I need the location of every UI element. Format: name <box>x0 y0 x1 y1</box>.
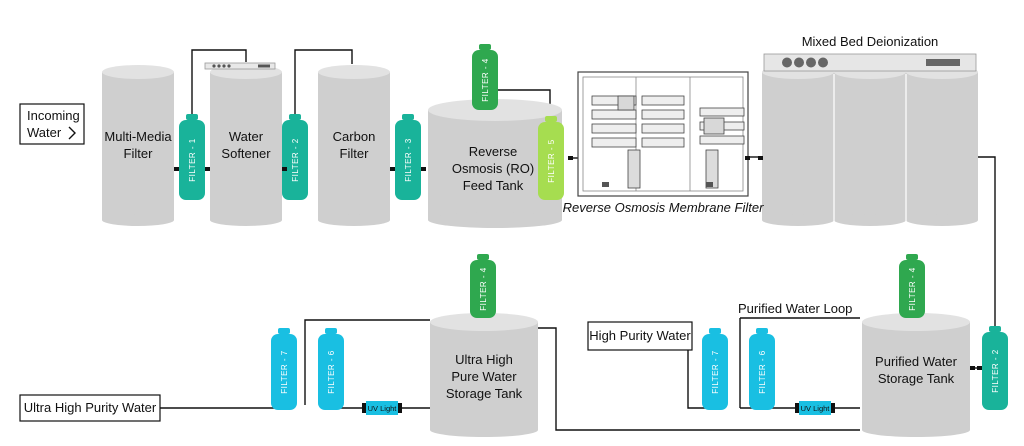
filter-2: FILTER - 2 <box>282 114 308 200</box>
filter-1: FILTER - 1 <box>179 114 205 200</box>
ro-membrane-label: Reverse Osmosis Membrane Filter <box>563 200 764 215</box>
uhp-water-box: Ultra High Purity Water <box>19 394 161 422</box>
filter-6-left: FILTER - 6 <box>318 328 344 410</box>
purified-tank-label-2: Storage Tank <box>878 371 955 386</box>
filter-6-left-label: FILTER - 6 <box>327 350 336 394</box>
filter-4-right: FILTER - 4 <box>899 254 925 318</box>
ultra-high-pure-water-tank <box>430 313 538 437</box>
filter-3-label: FILTER - 3 <box>404 138 413 182</box>
uv-light-left: UV Light <box>362 401 402 415</box>
water-softener-label-1: Water <box>229 129 264 144</box>
pipe-uhp-filter7-loop <box>304 319 430 405</box>
filter-4-right-label: FILTER - 4 <box>908 267 917 311</box>
mixed-bed-deionization-tanks <box>762 53 978 226</box>
filter-5-label: FILTER - 5 <box>547 139 556 183</box>
incoming-water-line1: Incoming <box>27 108 80 123</box>
multimedia-filter-label-1: Multi-Media <box>104 129 172 144</box>
high-purity-water-label: High Purity Water <box>589 328 691 343</box>
filter-1-label: FILTER - 1 <box>188 138 197 182</box>
water-softener-label-2: Softener <box>221 146 271 161</box>
uv-lights: UV Light UV Light <box>362 401 835 415</box>
carbon-filter-label-2: Filter <box>340 146 370 161</box>
filter-2-right: FILTER - 2 <box>982 326 1008 410</box>
purified-water-storage-tank <box>862 313 970 437</box>
connection-dots <box>174 156 982 370</box>
pipe-deion-to-filter2 <box>976 156 996 330</box>
multimedia-filter-label-2: Filter <box>124 146 154 161</box>
water-softener-tank <box>204 62 282 226</box>
uhp-tank-label-1: Ultra High <box>455 352 513 367</box>
tanks <box>102 53 978 437</box>
filter-cartridges: FILTER - 1 FILTER - 2 FILTER - 3 FILTER … <box>179 44 1008 410</box>
filter-6-right: FILTER - 6 <box>749 328 775 410</box>
uv-light-right-label: UV Light <box>801 404 831 413</box>
ro-feed-tank-label-1: Reverse <box>469 144 517 159</box>
chevron-right-icon <box>68 126 76 140</box>
piping <box>160 49 996 431</box>
filter-6-right-label: FILTER - 6 <box>758 350 767 394</box>
filter-4-mid: FILTER - 4 <box>470 254 496 318</box>
filter-7-right-label: FILTER - 7 <box>711 350 720 394</box>
filter-7-left: FILTER - 7 <box>271 328 297 410</box>
mixed-bed-label: Mixed Bed Deionization <box>802 34 939 49</box>
pipe-softener-to-carbon <box>191 49 247 120</box>
ro-membrane-unit <box>577 71 749 197</box>
uv-light-left-label: UV Light <box>368 404 398 413</box>
filter-7-left-label: FILTER - 7 <box>280 350 289 394</box>
filter-2-right-label: FILTER - 2 <box>991 349 1000 393</box>
incoming-water-line2: Water <box>27 125 62 140</box>
filter-5: FILTER - 5 <box>538 116 564 200</box>
uhp-water-label: Ultra High Purity Water <box>24 400 157 415</box>
filter-2-label: FILTER - 2 <box>291 138 300 182</box>
filter-4-top-label: FILTER - 4 <box>481 58 490 102</box>
uhp-tank-label-2: Pure Water <box>451 369 517 384</box>
filter-3: FILTER - 3 <box>395 114 421 200</box>
pipe-high-purity-drop <box>687 336 712 409</box>
purified-loop-label: Purified Water Loop <box>738 301 852 316</box>
filter-4-mid-label: FILTER - 4 <box>479 267 488 311</box>
filter-7-right: FILTER - 7 <box>702 328 728 410</box>
pipe-filter2-to-carbon <box>294 49 353 120</box>
multimedia-filter-tank <box>102 65 174 226</box>
high-purity-water-box: High Purity Water <box>587 321 693 351</box>
filter-4-top: FILTER - 4 <box>472 44 498 110</box>
carbon-filter-label-1: Carbon <box>333 129 376 144</box>
uv-light-right: UV Light <box>795 401 835 415</box>
pipe-purified-to-uhp <box>538 327 860 431</box>
ro-feed-tank-label-2: Osmosis (RO) <box>452 161 534 176</box>
carbon-filter-tank <box>318 65 390 226</box>
uhp-tank-label-3: Storage Tank <box>446 386 523 401</box>
incoming-water-box: Incoming Water <box>19 103 85 145</box>
ro-feed-tank-label-3: Feed Tank <box>463 178 524 193</box>
purified-tank-label-1: Purified Water <box>875 354 958 369</box>
